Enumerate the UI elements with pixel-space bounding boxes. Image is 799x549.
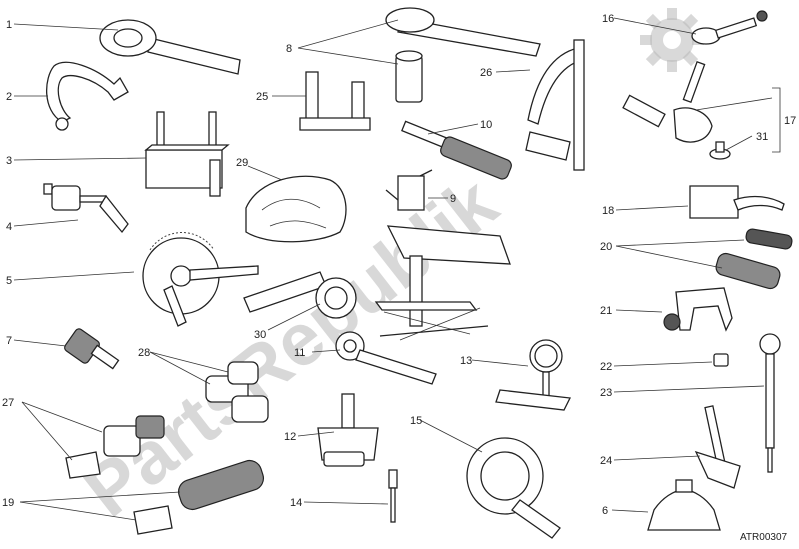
tool-plugs [715, 228, 793, 290]
tool-pin-sleeve [65, 415, 165, 479]
callout-10: 10 [480, 119, 492, 131]
tool-dial-gauge [495, 339, 571, 411]
tool-compressor-block [317, 393, 379, 467]
callout-11: 11 [294, 347, 305, 359]
callout-19: 19 [2, 497, 14, 509]
callout-labels: 1 2 3 4 5 6 7 8 9 10 11 12 13 14 15 16 1… [2, 13, 796, 517]
callout-5: 5 [6, 275, 12, 287]
tool-socket-wrench [385, 7, 541, 103]
tool-flange [689, 185, 785, 219]
tool-engine-stand [374, 169, 511, 341]
tool-cover-bag [245, 175, 347, 243]
callout-30: 30 [254, 329, 266, 341]
callout-4: 4 [6, 221, 12, 233]
tool-hook-crank [45, 61, 129, 131]
tool-knurled-pin [64, 328, 120, 370]
callout-14: 14 [290, 497, 302, 509]
tool-arc-fixture [525, 39, 585, 171]
tool-tensioner [622, 61, 713, 143]
tool-socket [243, 271, 357, 319]
tool-bracket [663, 287, 733, 332]
tool-small-pin [388, 469, 398, 523]
callout-3: 3 [6, 155, 12, 167]
callout-8: 8 [286, 43, 292, 55]
callout-12: 12 [284, 431, 296, 443]
callout-6: 6 [602, 505, 608, 517]
callout-29: 29 [236, 157, 248, 169]
tool-bushings [205, 361, 269, 423]
tool-degree-wheel [142, 232, 259, 327]
tool-long-gauge [759, 333, 781, 473]
tool-holder-plate [144, 111, 230, 197]
callout-23: 23 [600, 387, 612, 399]
leader-lines [13, 17, 781, 521]
tool-washer [709, 141, 731, 160]
tool-knurled-bar [401, 120, 512, 180]
tool-pin-spanner [335, 331, 437, 385]
callout-24: 24 [600, 455, 612, 467]
tool-holder-frame [299, 71, 371, 131]
reference-code: ATR00307 [740, 532, 788, 543]
callout-15: 15 [410, 415, 422, 427]
gear-icon [640, 8, 704, 72]
callout-25: 25 [256, 91, 268, 103]
tool-clamp [694, 405, 741, 489]
tool-t-handle [43, 183, 129, 234]
callout-7: 7 [6, 335, 12, 347]
tool-knurled-sleeve [133, 459, 265, 535]
tool-ring-spanner [99, 19, 241, 75]
callout-9: 9 [450, 193, 456, 205]
callout-27: 27 [2, 397, 14, 409]
callout-16: 16 [602, 13, 614, 25]
callout-21: 21 [600, 305, 612, 317]
callout-1: 1 [6, 19, 12, 31]
callout-31: 31 [756, 131, 768, 143]
tool-small-nut [713, 353, 729, 367]
callout-2: 2 [6, 91, 12, 103]
callout-20: 20 [600, 241, 612, 253]
tool-dome-base [647, 479, 721, 531]
callout-26: 26 [480, 67, 492, 79]
callout-13: 13 [460, 355, 472, 367]
callout-22: 22 [600, 361, 612, 373]
tool-adjuster [691, 10, 768, 45]
tool-lock-ring-wrench [466, 437, 561, 539]
callout-28: 28 [138, 347, 150, 359]
callout-18: 18 [602, 205, 614, 217]
callout-17: 17 [784, 115, 796, 127]
